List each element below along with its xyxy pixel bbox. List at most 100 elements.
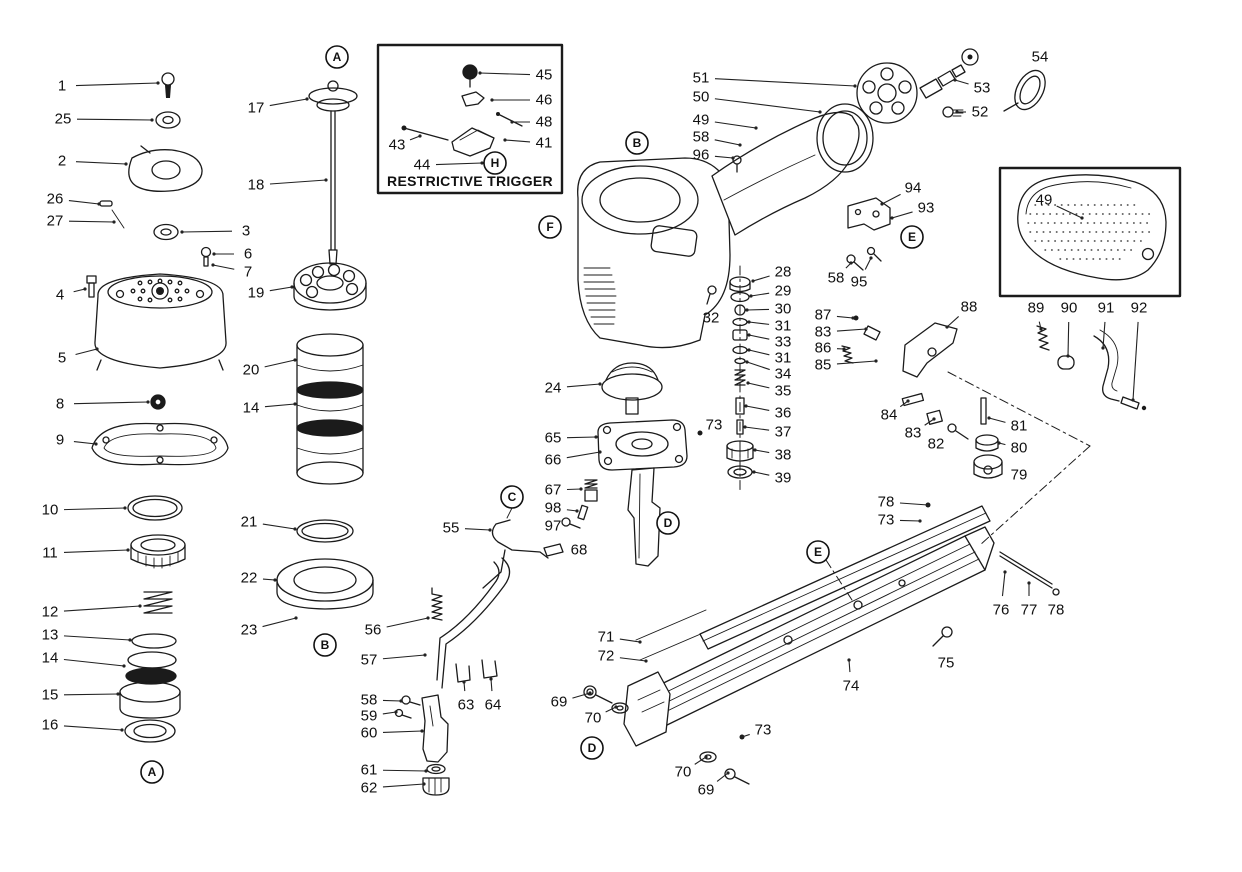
part-bracket-93-94	[847, 197, 891, 231]
part-label-80: 80	[997, 440, 1027, 457]
part-ring-22-23	[276, 558, 374, 610]
svg-text:D: D	[588, 741, 597, 755]
trigger-box-title: RESTRICTIVE TRIGGER	[387, 173, 553, 189]
svg-text:66: 66	[545, 452, 562, 469]
part-label-81: 81	[987, 416, 1027, 435]
svg-text:H: H	[491, 156, 500, 170]
part-label-38: 38	[753, 447, 791, 464]
svg-text:31: 31	[775, 350, 792, 367]
part-label-28: 28	[751, 264, 791, 283]
part-label-35: 35	[746, 381, 792, 400]
svg-text:61: 61	[361, 762, 378, 779]
part-label-14: 14	[243, 400, 297, 417]
svg-text:79: 79	[1011, 467, 1028, 484]
svg-text:35: 35	[775, 383, 792, 400]
svg-text:69: 69	[551, 694, 568, 711]
part-bracket-88	[902, 322, 958, 378]
ref-letter-F: F	[538, 215, 562, 239]
svg-text:71: 71	[598, 629, 615, 646]
part-label-71: 71	[598, 629, 642, 646]
part-label-20: 20	[243, 358, 297, 379]
part-label-73: 73	[740, 722, 771, 739]
svg-text:E: E	[908, 230, 916, 244]
part-label-90: 90	[1061, 300, 1078, 358]
part-label-62: 62	[361, 780, 426, 797]
part-label-33: 33	[747, 333, 791, 351]
part-label-70: 70	[675, 755, 708, 781]
svg-text:92: 92	[1131, 300, 1148, 317]
part-label-72: 72	[598, 648, 648, 665]
svg-text:60: 60	[361, 725, 378, 742]
svg-text:18: 18	[248, 177, 265, 194]
part-label-60: 60	[361, 725, 424, 742]
svg-text:A: A	[148, 765, 157, 779]
svg-text:67: 67	[545, 482, 562, 499]
part-label-85: 85	[815, 357, 878, 374]
part-label-46: 46	[490, 92, 552, 109]
svg-text:44: 44	[414, 157, 431, 174]
part-label-83: 83	[815, 324, 868, 341]
part-label-58: 58	[828, 261, 853, 287]
part-label-31: 31	[747, 348, 792, 367]
svg-text:17: 17	[248, 100, 265, 117]
part-label-14: 14	[42, 650, 126, 668]
svg-text:90: 90	[1061, 300, 1078, 317]
part-label-25: 25	[55, 111, 154, 128]
svg-text:85: 85	[815, 357, 832, 374]
part-washer-25	[155, 111, 181, 129]
svg-text:8: 8	[56, 396, 64, 413]
part-label-89: 89	[1028, 300, 1045, 331]
ref-letter-D: D	[656, 511, 680, 535]
part-label-24: 24	[545, 380, 602, 397]
svg-text:59: 59	[361, 708, 378, 725]
part-label-61: 61	[361, 762, 428, 779]
part-label-39: 39	[752, 470, 791, 487]
part-bumper-24	[601, 362, 663, 415]
part-label-55: 55	[443, 520, 492, 537]
svg-text:73: 73	[878, 512, 895, 529]
svg-text:49: 49	[1036, 192, 1053, 209]
part-label-11: 11	[42, 545, 130, 562]
part-head-valve-19	[293, 262, 367, 311]
svg-text:62: 62	[361, 780, 378, 797]
svg-text:10: 10	[42, 502, 59, 519]
ref-letter-C: C	[500, 485, 524, 509]
part-lever-55-68	[482, 507, 564, 589]
svg-text:64: 64	[485, 697, 502, 714]
part-label-58: 58	[361, 692, 403, 709]
ref-letter-D: D	[580, 736, 604, 760]
svg-text:77: 77	[1021, 602, 1038, 619]
part-label-84: 84	[881, 399, 910, 424]
part-label-59: 59	[361, 708, 398, 725]
svg-text:A: A	[333, 50, 342, 64]
part-label-34: 34	[745, 360, 791, 383]
svg-text:76: 76	[993, 602, 1010, 619]
part-label-26: 26	[47, 191, 101, 208]
part-label-91: 91	[1098, 300, 1114, 350]
svg-text:89: 89	[1028, 300, 1045, 317]
part-cylinder-15	[119, 681, 181, 719]
svg-text:2: 2	[58, 153, 66, 170]
svg-text:39: 39	[775, 470, 792, 487]
part-label-86: 86	[815, 340, 846, 357]
part-label-3: 3	[180, 223, 250, 240]
svg-text:13: 13	[42, 627, 59, 644]
part-screw-32	[706, 285, 717, 305]
part-valve-stack-28-39	[726, 265, 754, 491]
grip-inset-box	[998, 166, 1182, 298]
svg-text:97: 97	[545, 518, 562, 535]
svg-text:24: 24	[545, 380, 562, 397]
svg-text:27: 27	[47, 213, 64, 230]
part-label-43: 43	[389, 134, 422, 154]
part-label-50: 50	[693, 89, 822, 114]
part-screw-52	[942, 106, 964, 118]
svg-text:4: 4	[56, 287, 64, 304]
svg-text:46: 46	[536, 92, 553, 109]
part-label-69: 69	[551, 691, 592, 711]
part-label-67: 67	[545, 482, 583, 499]
part-cluster-85-87	[841, 315, 881, 364]
svg-text:86: 86	[815, 340, 832, 357]
svg-text:69: 69	[698, 782, 715, 799]
part-label-2: 2	[58, 153, 128, 170]
construction-dashed-lines	[947, 371, 1091, 546]
